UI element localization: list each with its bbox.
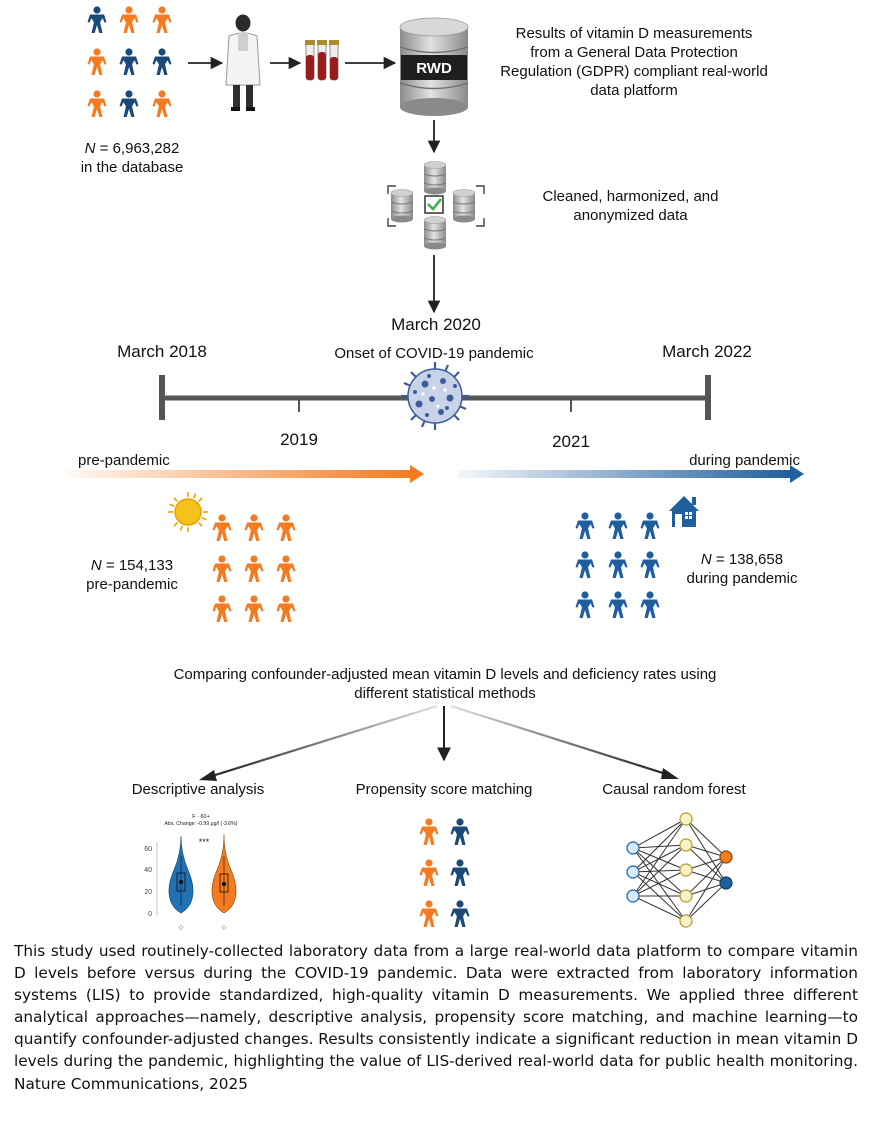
sun-icon bbox=[168, 492, 208, 532]
svg-text:◇: ◇ bbox=[222, 924, 227, 931]
onset-date-label: March 2020 bbox=[391, 315, 481, 334]
violin-plot-inset: F · 60+ Abs. Change: -0.99 µg/l (-3.6%) … bbox=[144, 814, 238, 931]
study-design-figure: RWD bbox=[68, 6, 804, 931]
during-pandemic-period-arrow bbox=[458, 465, 804, 483]
tick-2019-label: 2019 bbox=[280, 430, 318, 449]
blood-sample-tubes-icon bbox=[305, 40, 339, 81]
database-n-caption: in the database bbox=[80, 159, 184, 176]
violin-y-tick: 60 bbox=[144, 846, 152, 853]
during-n-caption: during pandemic bbox=[686, 570, 798, 587]
pre-pandemic-cohort-icons bbox=[212, 514, 296, 622]
violin-y-tick: 20 bbox=[144, 889, 152, 896]
cleaned-data-description: Cleaned, harmonized, and anonymized data bbox=[542, 188, 719, 224]
svg-text:◇: ◇ bbox=[179, 924, 184, 931]
timeline-start-label: March 2018 bbox=[117, 342, 207, 361]
violin-inset-subtitle: Abs. Change: -0.99 µg/l (-3.6%) bbox=[164, 821, 237, 827]
comparison-description: Comparing confounder-adjusted mean vitam… bbox=[173, 666, 717, 702]
house-icon bbox=[669, 496, 699, 527]
cleaned-data-icon bbox=[387, 161, 485, 250]
tick-2021-label: 2021 bbox=[552, 432, 590, 451]
pre-pandemic-label: pre-pandemic bbox=[78, 452, 170, 469]
pre-n-value: = 154,133 bbox=[101, 557, 174, 574]
figure-caption: This study used routinely-collected labo… bbox=[14, 942, 858, 1093]
pre-pandemic-count: N = 154,133 pre-pandemic bbox=[72, 556, 192, 594]
pre-n-caption: pre-pandemic bbox=[86, 576, 178, 593]
coronavirus-icon bbox=[401, 362, 469, 430]
database-n-value: = 6,963,282 bbox=[95, 140, 180, 157]
database-n-symbol: N bbox=[84, 140, 96, 157]
matched-pairs-icons bbox=[419, 818, 470, 927]
during-pandemic-cohort-icons bbox=[575, 512, 660, 618]
violin-inset-significance: *** bbox=[199, 837, 210, 847]
pre-pandemic-period-arrow bbox=[68, 465, 424, 483]
timeline-end-label: March 2022 bbox=[662, 342, 752, 361]
during-pandemic-label: during pandemic bbox=[689, 452, 800, 469]
during-n-symbol: N bbox=[700, 551, 712, 568]
results-description: Results of vitamin D measurements from a… bbox=[500, 25, 768, 99]
method-descriptive-analysis: Descriptive analysis bbox=[131, 781, 265, 798]
rwd-label: RWD bbox=[416, 60, 452, 77]
violin-y-tick: 40 bbox=[144, 867, 152, 874]
neural-network-icon bbox=[626, 812, 733, 928]
method-branch-arrows bbox=[199, 704, 679, 781]
during-n-value: = 138,658 bbox=[711, 551, 784, 568]
database-population-icons bbox=[87, 6, 172, 117]
violin-inset-title: F · 60+ bbox=[192, 814, 210, 820]
violin-y-tick: 0 bbox=[148, 911, 152, 918]
pre-n-symbol: N bbox=[90, 557, 102, 574]
method-causal-random-forest: Causal random forest bbox=[602, 781, 746, 798]
onset-label: Onset of COVID-19 pandemic bbox=[334, 345, 534, 362]
database-count: N = 6,963,282 in the database bbox=[70, 139, 194, 177]
during-pandemic-count: N = 138,658 during pandemic bbox=[672, 550, 812, 588]
rwd-database-icon bbox=[399, 17, 469, 116]
clinician-icon bbox=[225, 14, 261, 111]
method-propensity-score-matching: Propensity score matching bbox=[355, 781, 533, 798]
